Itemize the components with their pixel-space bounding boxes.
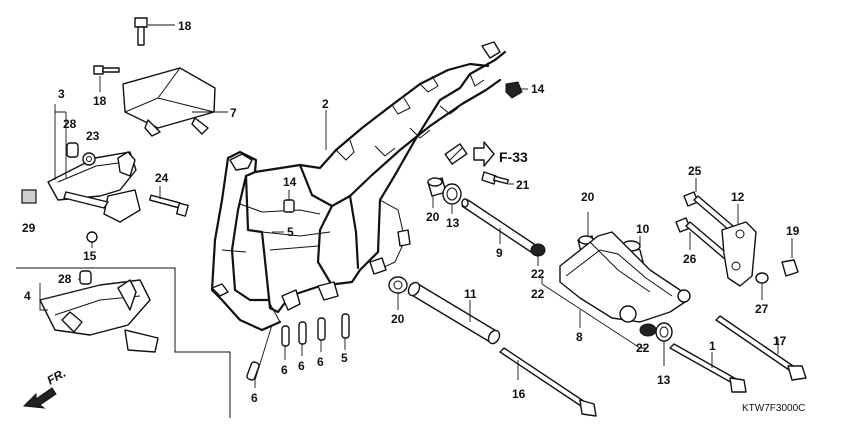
label-29: 29 (22, 221, 36, 235)
pin-part-6-d (246, 361, 260, 381)
bushing-part-13-a (442, 183, 462, 205)
bolt-part-26 (675, 217, 731, 261)
label-14-frame: 14 (283, 175, 297, 189)
label-10: 10 (636, 222, 650, 236)
label-28-b: 28 (58, 272, 72, 286)
collar-part-28-a (66, 142, 79, 158)
label-4: 4 (24, 289, 31, 303)
label-6-a: 6 (281, 363, 288, 377)
bracket-assembly-part-4 (39, 279, 159, 353)
bracket-assembly-part-3 (47, 151, 141, 223)
label-3: 3 (58, 87, 65, 101)
pin-part-6-a (281, 325, 290, 347)
label-20-c: 20 (581, 190, 595, 204)
frame-body-part-2 (210, 41, 507, 332)
bolt-part-18-top (134, 17, 148, 46)
label-28-a: 28 (63, 117, 77, 131)
collar-part-22-b (639, 323, 657, 337)
pin-part-6-b (298, 321, 307, 345)
stud-part-21 (481, 171, 509, 185)
label-9: 9 (496, 246, 503, 260)
label-12: 12 (731, 190, 745, 204)
label-26: 26 (683, 252, 697, 266)
label-6-c: 6 (317, 355, 324, 369)
bushing-part-13-b (655, 322, 673, 342)
label-6-b: 6 (298, 359, 305, 373)
label-5-a: 5 (287, 225, 294, 239)
collar-part-28-b (79, 270, 92, 285)
label-25: 25 (688, 164, 702, 178)
bolt-part-1 (669, 343, 747, 393)
pipe-part-11 (407, 281, 501, 345)
label-23: 23 (86, 129, 100, 143)
front-direction-label: FR. (45, 366, 69, 388)
pin-part-5-b (341, 313, 350, 339)
bolt-part-17 (715, 315, 807, 381)
label-20-b: 20 (391, 312, 405, 326)
swing-arm-part-8 (559, 231, 691, 323)
label-11: 11 (464, 287, 477, 301)
label-13-a: 13 (446, 216, 460, 230)
pin-part-6-c (317, 317, 326, 341)
label-22-a: 22 (531, 267, 545, 281)
label-14-top: 14 (531, 82, 545, 96)
label-27: 27 (755, 302, 769, 316)
label-6-d: 6 (251, 391, 258, 405)
pad-part-29 (21, 189, 37, 204)
label-7: 7 (230, 106, 237, 120)
front-direction-arrow (22, 387, 57, 409)
label-8: 8 (576, 330, 583, 344)
diagram-code: KTW7F3000C (742, 403, 805, 414)
washer-part-27 (755, 272, 769, 284)
nut-part-19 (781, 259, 799, 277)
label-20-a: 20 (426, 210, 440, 224)
label-5-b: 5 (341, 351, 348, 365)
label-18-top: 18 (178, 19, 192, 33)
label-18-left: 18 (93, 94, 107, 108)
label-17: 17 (773, 334, 787, 348)
label-19: 19 (786, 224, 800, 238)
bolt-part-25 (683, 191, 741, 237)
nut-part-14-frame (283, 199, 295, 213)
label-24: 24 (155, 171, 169, 185)
bolt-part-18-left (93, 65, 120, 75)
nut-part-15 (86, 231, 98, 243)
bolt-part-16 (499, 347, 597, 417)
nut-part-23 (82, 152, 96, 166)
bolt-part-24 (149, 194, 189, 217)
label-15: 15 (83, 249, 97, 263)
battery-box-part-7 (122, 67, 216, 137)
reference-label: F-33 (499, 149, 528, 165)
bracket-part-12 (721, 221, 757, 287)
reference-mark (444, 141, 495, 167)
label-22-b: 22 (636, 341, 650, 355)
collar-part-22-a (530, 243, 546, 257)
label-13-b: 13 (657, 373, 671, 387)
label-2: 2 (322, 97, 329, 111)
label-1: 1 (709, 339, 716, 353)
label-16: 16 (512, 387, 526, 401)
label-21: 21 (516, 178, 530, 192)
collar-part-20-b (388, 276, 408, 294)
label-22-c: 22 (531, 287, 545, 301)
nut-part-14-top (505, 81, 523, 99)
